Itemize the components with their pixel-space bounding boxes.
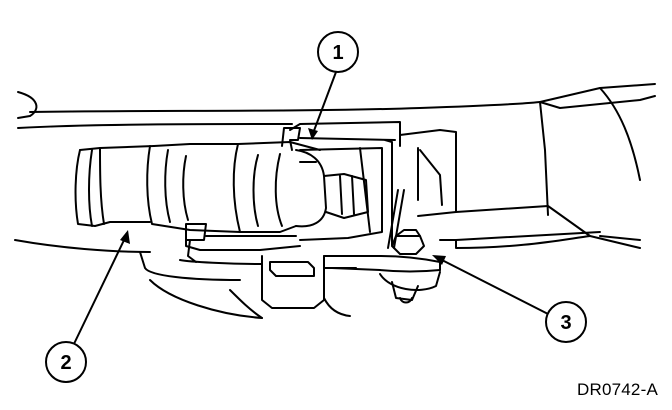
- figure-id-label: DR0742-A: [577, 380, 658, 399]
- wire-clip: [179, 223, 263, 265]
- fastener-strap: [331, 231, 601, 273]
- leader-line-2: [71, 235, 127, 349]
- mounting-bracket: [289, 121, 457, 249]
- arrowhead-1: [308, 128, 318, 140]
- leader-lines: [71, 71, 553, 349]
- callout-2-number: 2: [60, 352, 71, 374]
- callout-3-number: 3: [560, 312, 571, 334]
- lock-tab: [281, 127, 301, 151]
- body-panel-outline: [14, 83, 656, 253]
- callout-3: 3: [545, 301, 587, 343]
- leader-line-3: [437, 257, 553, 317]
- leader-line-1: [311, 71, 337, 137]
- electrical-connector: [74, 127, 369, 251]
- arrowhead-2: [120, 230, 130, 244]
- callout-2: 2: [45, 341, 87, 383]
- arrowhead-3: [432, 255, 446, 265]
- callout-1: 1: [317, 31, 359, 73]
- lower-bracket: [139, 251, 357, 319]
- callout-1-number: 1: [332, 42, 343, 64]
- mounting-bolt: [379, 229, 441, 304]
